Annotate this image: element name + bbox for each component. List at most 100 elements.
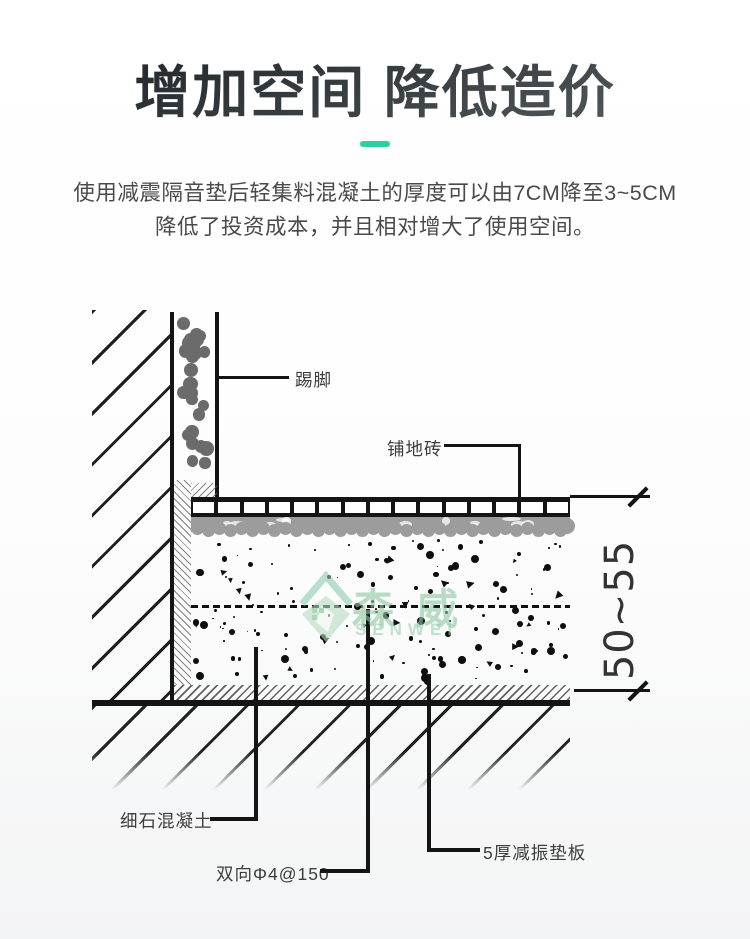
mortar-pebble xyxy=(444,524,457,537)
concrete-speckle xyxy=(290,587,293,590)
concrete-speckle xyxy=(287,544,291,547)
terrazzo-dot xyxy=(186,350,200,363)
mortar-pebble xyxy=(488,524,501,537)
concrete-speckle xyxy=(471,554,480,564)
concrete-speckle xyxy=(326,575,331,580)
concrete-speckle xyxy=(544,564,551,571)
concrete-speckle xyxy=(451,562,460,570)
concrete-speckle xyxy=(441,548,444,551)
concrete-speckle xyxy=(237,657,242,661)
tile-cell xyxy=(319,502,341,513)
mortar-blob xyxy=(502,517,522,522)
concrete-speckle xyxy=(496,597,500,600)
concrete-speckle xyxy=(327,614,331,617)
concrete-speckle xyxy=(407,600,410,602)
tile-cell xyxy=(521,502,543,513)
concrete-speckle xyxy=(481,613,485,617)
concrete-speckle xyxy=(445,610,449,614)
concrete-speckle xyxy=(553,590,564,601)
concrete-speckle xyxy=(557,627,560,630)
concrete-speckle xyxy=(336,576,339,579)
concrete-speckle xyxy=(230,656,236,661)
concrete-speckle xyxy=(475,677,477,680)
concrete-speckle xyxy=(516,573,519,576)
concrete-speckle xyxy=(445,631,452,638)
mortar-pebble xyxy=(213,522,226,535)
concrete-speckle xyxy=(213,608,218,613)
terrazzo-dot xyxy=(186,386,199,399)
mortar-pebble xyxy=(521,522,534,535)
fine-concrete-layer xyxy=(191,535,570,685)
subtitle-line1: 使用减震隔音垫后轻集料混凝土的厚度可以由7CM降至3~5CM xyxy=(73,181,677,205)
concrete-speckle xyxy=(379,674,385,679)
concrete-speckle xyxy=(528,614,535,621)
leader-damping-pad-v xyxy=(427,674,431,852)
concrete-speckle xyxy=(457,544,463,550)
concrete-speckle xyxy=(474,627,479,632)
concrete-speckle xyxy=(196,568,205,577)
concrete-speckle xyxy=(249,547,252,551)
damping-pad-horizontal xyxy=(174,685,570,700)
concrete-speckle xyxy=(285,647,288,650)
concrete-speckle xyxy=(287,666,294,673)
skirting-terrazzo-strip xyxy=(175,308,215,480)
concrete-speckle xyxy=(559,623,566,630)
mortar-pebble xyxy=(235,522,248,535)
mortar-pebble xyxy=(257,522,270,535)
tile-cell xyxy=(546,502,568,513)
mortar-bed-layer xyxy=(191,517,575,537)
concrete-speckle xyxy=(225,575,228,578)
concrete-speckle xyxy=(414,585,418,590)
concrete-speckle xyxy=(408,636,414,641)
concrete-speckle xyxy=(235,587,242,594)
mortar-blob xyxy=(275,517,291,522)
concrete-speckle xyxy=(510,664,513,668)
concrete-speckle xyxy=(192,657,200,665)
concrete-speckle xyxy=(547,622,551,626)
concrete-speckle xyxy=(475,644,483,652)
concrete-speckle xyxy=(546,647,555,656)
leader-fine-concrete-v xyxy=(254,647,258,821)
concrete-speckle xyxy=(542,568,546,571)
concrete-speckle xyxy=(558,545,562,548)
concrete-speckle xyxy=(512,607,520,615)
page-title: 增加空间 降低造价 xyxy=(0,48,750,129)
terrazzo-dot xyxy=(192,408,206,421)
slab-top-line xyxy=(92,700,570,706)
mortar-pebble xyxy=(312,524,325,537)
concrete-speckle xyxy=(374,608,377,610)
tile-cell xyxy=(470,502,493,513)
concrete-speckle xyxy=(303,649,308,654)
mortar-pebble xyxy=(411,522,424,535)
concrete-speckle xyxy=(448,564,455,571)
concrete-speckle xyxy=(375,611,378,614)
concrete-speckle xyxy=(500,586,507,594)
mortar-pebble xyxy=(345,522,358,535)
leader-floor-tile-v xyxy=(518,444,521,497)
mortar-pebble xyxy=(543,522,556,535)
concrete-speckle xyxy=(372,659,375,662)
tile-cell xyxy=(193,502,215,513)
leader-rebar-mesh-h xyxy=(320,869,369,873)
concrete-speckle xyxy=(355,643,361,649)
concrete-speckle xyxy=(244,594,252,602)
floor-tile-layer xyxy=(191,497,570,517)
terrazzo-dot xyxy=(184,363,199,378)
concrete-speckle xyxy=(402,661,405,665)
concrete-speckle xyxy=(301,646,308,653)
mortar-pebble xyxy=(367,522,380,535)
concrete-speckle xyxy=(554,542,558,546)
concrete-speckle xyxy=(548,547,550,549)
concrete-speckle xyxy=(421,668,428,675)
concrete-speckle xyxy=(492,627,500,635)
concrete-speckle xyxy=(427,653,430,656)
concrete-speckle xyxy=(516,640,523,648)
mortar-pebble xyxy=(389,522,402,535)
mortar-pebble xyxy=(455,522,468,535)
concrete-speckle xyxy=(425,551,434,560)
leader-floor-tile-h xyxy=(444,444,521,447)
concrete-speckle xyxy=(346,625,348,627)
concrete-speckle xyxy=(437,656,443,662)
concrete-speckle xyxy=(421,673,424,677)
concrete-speckle xyxy=(485,659,493,667)
